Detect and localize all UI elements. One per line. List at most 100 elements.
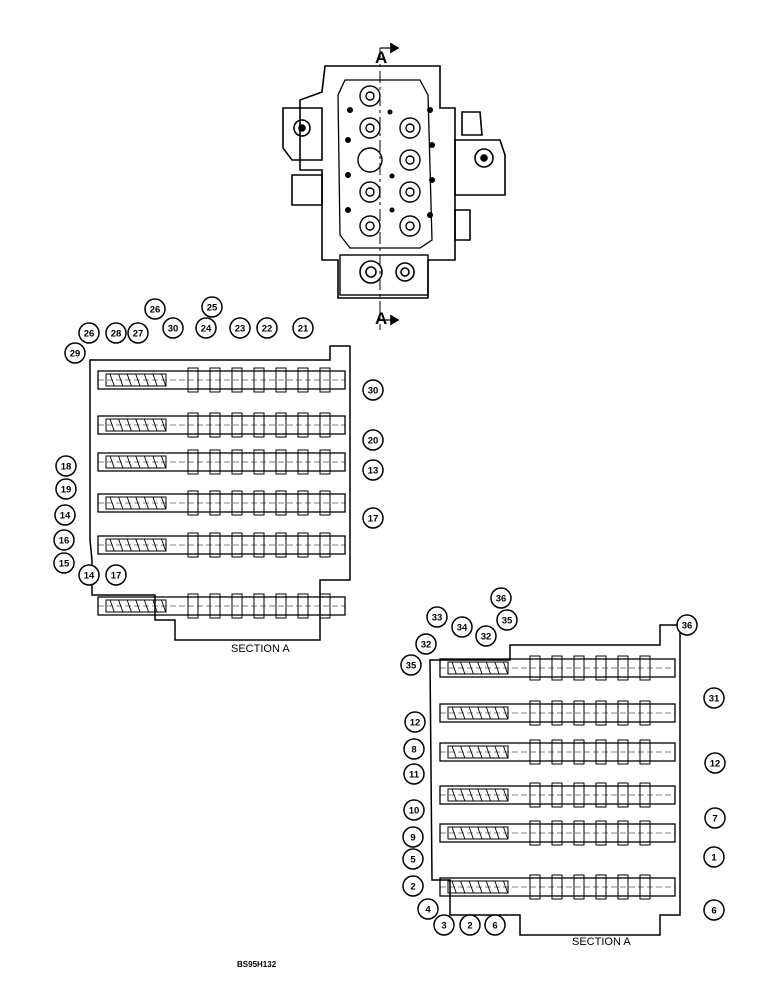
upper-callout: 25 [201, 296, 223, 318]
lower-callout-number: 12 [710, 759, 721, 770]
upper-callout: 29 [64, 342, 86, 364]
lower-callout-number: 3 [441, 921, 446, 932]
lower-callout: 12 [704, 752, 726, 774]
upper-callout: 23 [229, 317, 251, 339]
lower-callout-number: 6 [492, 921, 497, 932]
lower-callout: 34 [451, 616, 473, 638]
upper-callout-number: 18 [61, 462, 72, 473]
upper-callout: 26 [144, 298, 166, 320]
section-marker-top: A [375, 48, 387, 67]
lower-callout: 32 [475, 625, 497, 647]
lower-callout-number: 32 [421, 640, 432, 651]
upper-callout-number: 14 [84, 571, 95, 582]
lower-callout-number: 31 [709, 694, 720, 705]
upper-callout-number: 24 [201, 324, 212, 335]
figure-code: BS95H132 [237, 960, 277, 969]
section-view-upper [89, 345, 351, 641]
lower-callout-number: 11 [409, 770, 420, 781]
upper-callout: 20 [362, 429, 384, 451]
upper-callout: 24 [195, 317, 217, 339]
lower-callout-number: 10 [409, 806, 420, 817]
upper-callout-number: 28 [111, 329, 122, 340]
upper-callout: 19 [55, 478, 77, 500]
lower-callout: 36 [676, 614, 698, 636]
lower-callout-number: 7 [712, 814, 717, 825]
upper-callout-number: 19 [61, 485, 72, 496]
lower-callout: 36 [490, 587, 512, 609]
lower-callout: 35 [496, 609, 518, 631]
lower-callout-number: 34 [457, 623, 468, 634]
lower-callout: 31 [703, 687, 725, 709]
upper-callout: 28 [105, 322, 127, 344]
lower-callout-number: 35 [502, 616, 513, 627]
lower-callout-number: 33 [432, 613, 443, 624]
upper-callout: 30 [162, 317, 184, 339]
upper-callout-number: 26 [84, 329, 95, 340]
lower-callout: 8 [403, 738, 425, 760]
lower-callout-number: 36 [682, 621, 693, 632]
upper-callout-number: 29 [70, 349, 81, 360]
upper-callout-number: 27 [133, 329, 144, 340]
upper-callout: 22 [256, 317, 278, 339]
upper-callout-number: 17 [111, 571, 122, 582]
lower-callout: 2 [459, 914, 481, 936]
lower-callout: 1 [703, 846, 725, 868]
upper-callout: 30 [362, 379, 384, 401]
lower-callout-number: 36 [496, 594, 507, 605]
upper-callout: 14 [78, 564, 100, 586]
lower-callout: 32 [415, 633, 437, 655]
lower-callout-number: 8 [411, 745, 416, 756]
lower-callout: 35 [400, 654, 422, 676]
upper-callout: 13 [362, 459, 384, 481]
upper-callout-number: 21 [298, 324, 309, 335]
lower-callout: 12 [404, 711, 426, 733]
lower-callout-number: 1 [711, 853, 717, 864]
lower-callout-number: 2 [467, 921, 472, 932]
upper-callout-number: 30 [168, 324, 179, 335]
upper-callout: 16 [53, 529, 75, 551]
lower-callout: 7 [704, 807, 726, 829]
section-marker-bottom: A [375, 309, 387, 328]
top-view [282, 42, 506, 330]
lower-callout-number: 35 [406, 661, 417, 672]
lower-callout-number: 5 [410, 855, 416, 866]
lower-callout: 9 [402, 826, 424, 848]
upper-callout: 17 [105, 564, 127, 586]
upper-callout-number: 23 [235, 324, 246, 335]
lower-callout: 11 [403, 763, 425, 785]
upper-callout: 21 [292, 317, 314, 339]
lower-callout-number: 12 [410, 718, 421, 729]
lower-callout: 4 [417, 898, 439, 920]
section-caption-lower: SECTION A [572, 936, 631, 948]
upper-callout: 14 [54, 504, 76, 526]
upper-callout-number: 15 [59, 559, 70, 570]
lower-callout: 10 [403, 799, 425, 821]
lower-callout: 6 [703, 899, 725, 921]
lower-callout-number: 6 [711, 906, 716, 917]
lower-callout: 5 [402, 848, 424, 870]
upper-callout-number: 17 [368, 514, 379, 525]
lower-callout: 33 [426, 606, 448, 628]
upper-callout: 18 [55, 455, 77, 477]
lower-callout-number: 4 [425, 905, 431, 916]
lower-callout-number: 32 [481, 632, 492, 643]
upper-callout-number: 22 [262, 324, 273, 335]
upper-callout: 15 [53, 552, 75, 574]
lower-callout-number: 9 [410, 833, 415, 844]
lower-callout-number: 2 [410, 882, 415, 893]
upper-callout-number: 25 [207, 303, 218, 314]
upper-callout: 27 [127, 322, 149, 344]
section-caption-upper: SECTION A [231, 643, 290, 655]
lower-callout: 3 [433, 914, 455, 936]
upper-callout-number: 14 [60, 511, 71, 522]
upper-callout: 17 [362, 507, 384, 529]
lower-callout: 2 [402, 875, 424, 897]
section-view-lower [429, 624, 681, 936]
lower-callout: 6 [484, 914, 506, 936]
upper-callout-number: 26 [150, 305, 161, 316]
upper-callout-number: 16 [59, 536, 70, 547]
upper-callout-number: 13 [368, 466, 379, 477]
upper-callout-number: 20 [368, 436, 379, 447]
